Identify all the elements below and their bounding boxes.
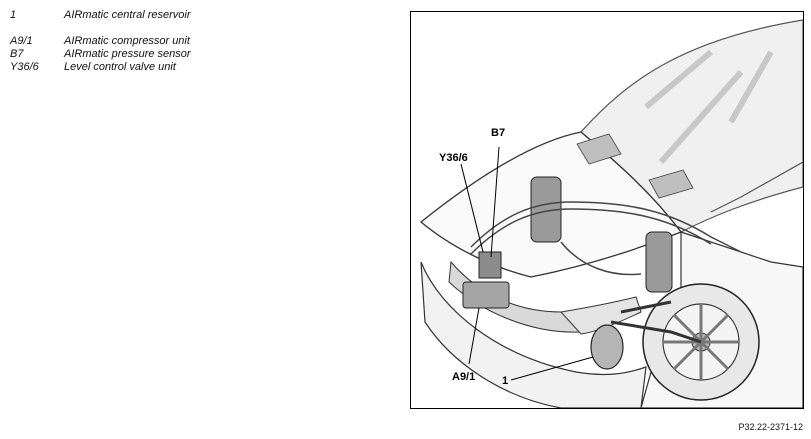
figure-reference: P32.22-2371-12	[738, 422, 803, 432]
callout-b7: B7	[491, 127, 505, 139]
leader-line-b7	[490, 146, 500, 258]
air-lines	[470, 201, 742, 276]
legend-description: AIRmatic pressure sensor	[64, 48, 191, 60]
car-illustration: B7 Y36/6 A9/1 1	[419, 19, 803, 408]
legend-code: 1	[10, 9, 17, 21]
compressor-unit	[462, 281, 510, 309]
airmatic-diagram: B7 Y36/6 A9/1 1	[410, 11, 804, 409]
legend-code: A9/1	[10, 35, 33, 47]
callout-1: 1	[502, 375, 508, 387]
a-pillar	[710, 161, 803, 213]
leader-line-y36-6	[460, 163, 484, 253]
legend-code: B7	[10, 48, 24, 60]
legend-code: Y36/6	[10, 61, 39, 73]
legend-description: AIRmatic central reservoir	[64, 9, 191, 21]
leader-line-1	[510, 356, 594, 381]
callout-y36-6: Y36/6	[439, 152, 468, 164]
valve-unit	[478, 251, 502, 279]
front-bumper	[420, 261, 647, 408]
hood-vent-right	[648, 169, 694, 199]
hood-vent-left	[576, 133, 622, 165]
leader-line-a9-1	[468, 307, 480, 365]
headlight	[560, 296, 642, 335]
central-reservoir	[590, 324, 624, 370]
legend-description: Level control valve unit	[64, 61, 176, 73]
suspension-arm	[610, 300, 702, 344]
callout-a9-1: A9/1	[452, 371, 475, 383]
windshield-reflection	[644, 49, 774, 164]
right-air-strut	[645, 231, 673, 293]
legend-description: AIRmatic compressor unit	[64, 35, 190, 47]
